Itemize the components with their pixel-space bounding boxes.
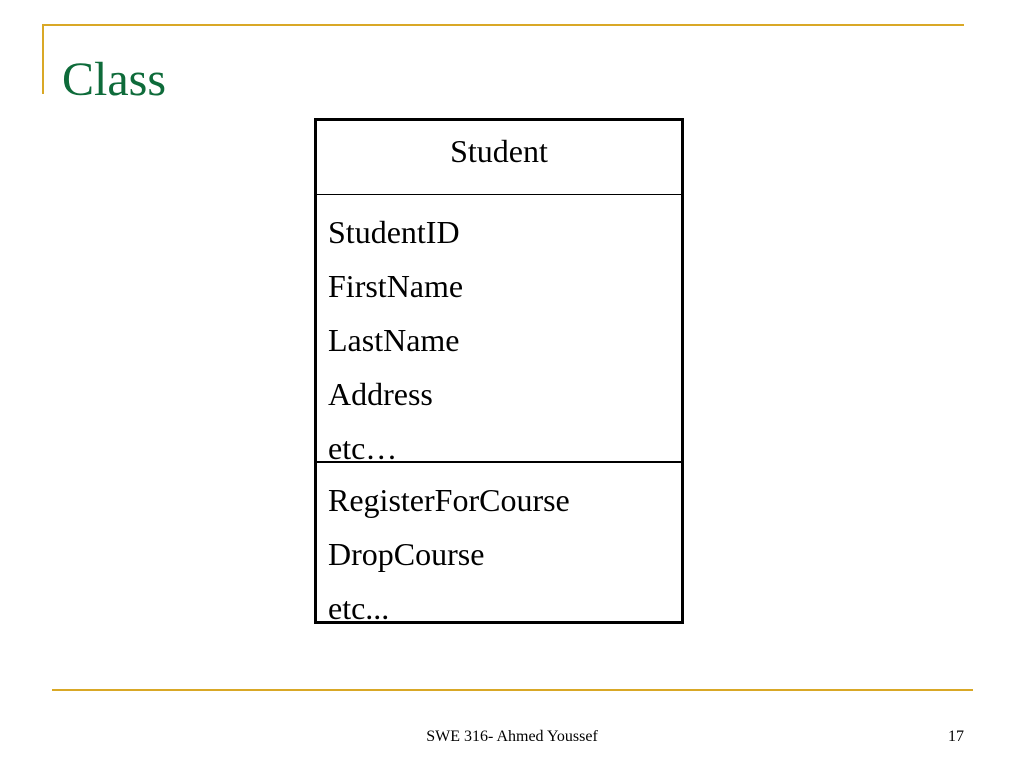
attribute-item: etc… <box>328 430 398 466</box>
frame-left-rule <box>42 24 44 94</box>
method-item: etc... <box>328 590 390 626</box>
attribute-item: Address <box>328 376 433 412</box>
method-item: DropCourse <box>328 536 485 572</box>
methods-compartment: RegisterForCourse DropCourse etc... <box>317 463 681 635</box>
slide-title: Class <box>62 53 167 106</box>
attribute-item: FirstName <box>328 268 464 304</box>
page-number: 17 <box>948 728 964 745</box>
class-name: Student <box>317 121 681 195</box>
footer-text: SWE 316- Ahmed Youssef <box>426 728 598 745</box>
attributes-compartment: StudentID FirstName LastName Address etc… <box>317 195 681 466</box>
attribute-item: StudentID <box>328 214 460 250</box>
method-item: RegisterForCourse <box>328 482 570 518</box>
frame-top-rule <box>42 24 964 26</box>
attribute-item: LastName <box>328 322 460 358</box>
footer-rule <box>52 689 973 691</box>
uml-class-box: Student StudentID FirstName LastName Add… <box>314 118 684 626</box>
